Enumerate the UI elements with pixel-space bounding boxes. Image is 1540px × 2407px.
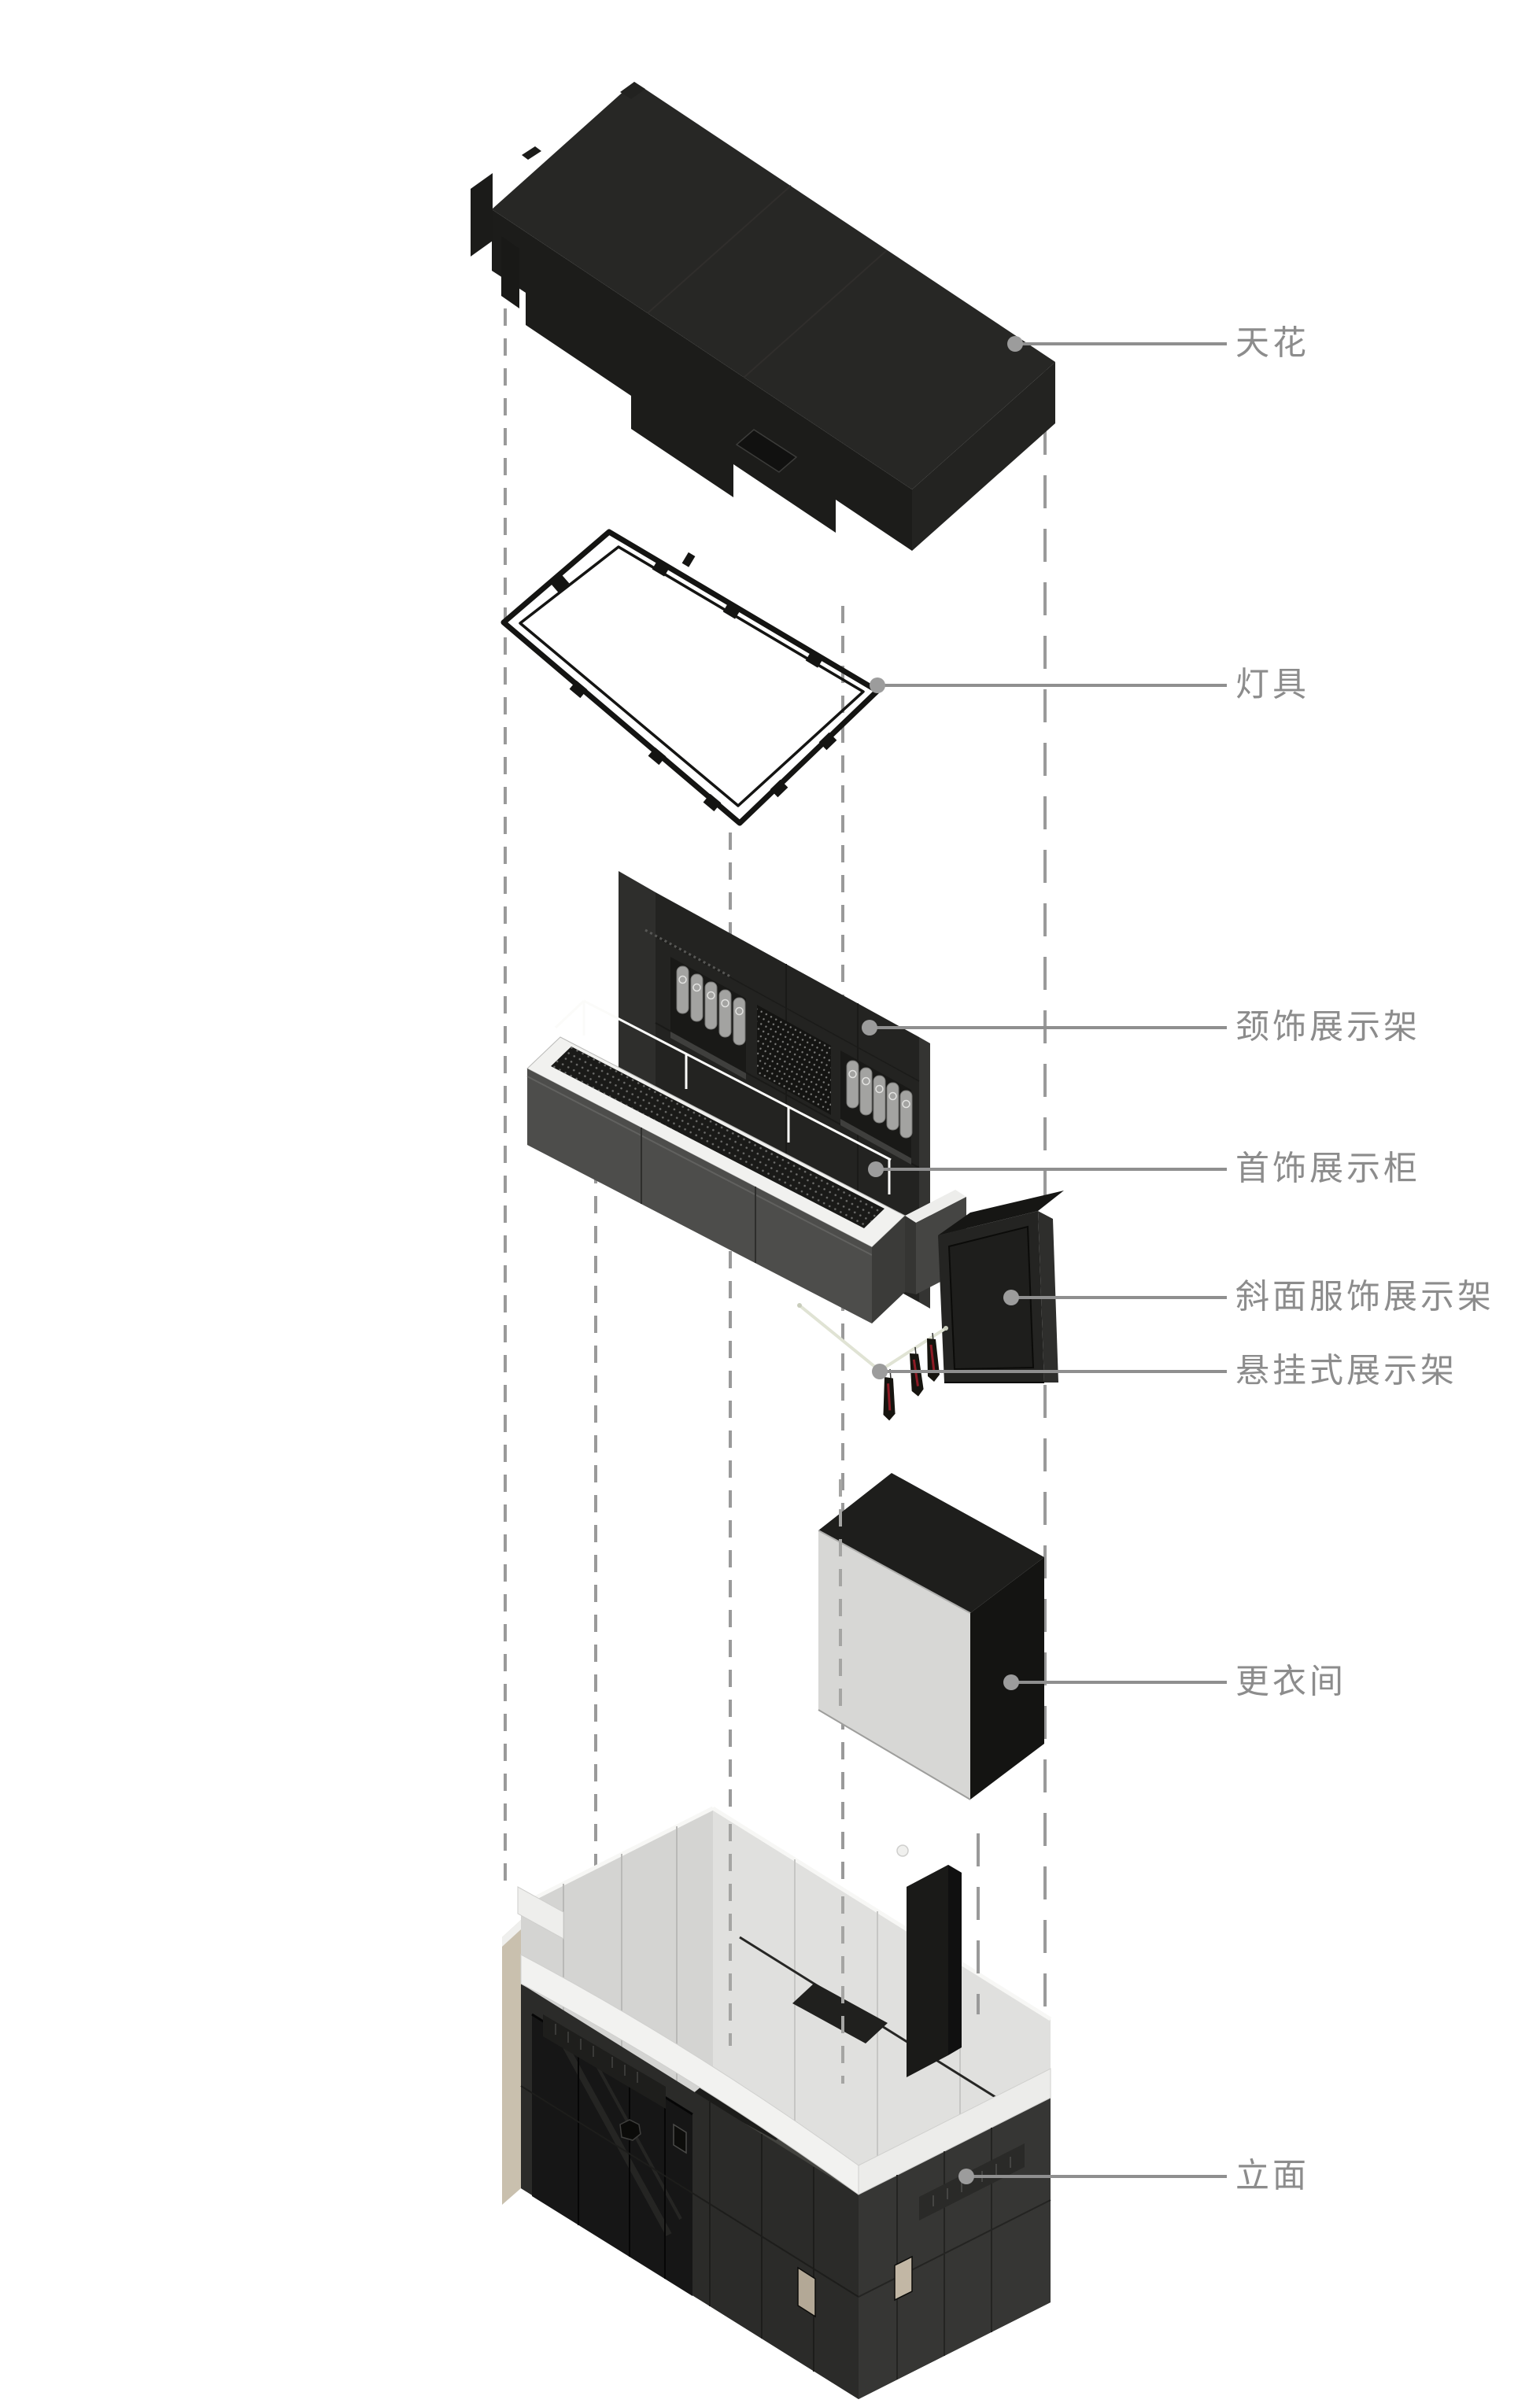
slanted-apparel-rack — [938, 1191, 1064, 1383]
ceiling-right-skirt — [912, 362, 1055, 551]
hanging-garment — [925, 1337, 941, 1383]
leader-lighting — [870, 677, 1227, 693]
leader-ceiling — [1007, 336, 1227, 352]
interior-column — [907, 1865, 948, 2077]
counter-lip — [526, 1076, 873, 1256]
label-jewelry-display-cabinet: 首饰展示柜 — [1235, 1149, 1420, 1189]
lighting-frame-layer — [500, 529, 881, 826]
lighting-frame-outer — [500, 529, 881, 826]
front-wall-panel-seams — [520, 2085, 859, 2372]
ceiling-apex-step — [620, 82, 645, 99]
facade-beige-pier-cap — [502, 1920, 521, 1947]
canopy-band-right — [858, 2068, 1051, 2195]
door-logo-badge — [619, 2119, 641, 2141]
wall-top-trim — [519, 1806, 715, 1907]
counter-extension-side — [905, 1216, 916, 1294]
storefront-shell — [502, 1806, 1052, 2399]
label-fitting-room: 更衣间 — [1235, 1662, 1346, 1702]
ceiling-layer — [471, 82, 1055, 551]
label-hanging-display-rack: 悬挂式展示架 — [1235, 1351, 1457, 1391]
facade-window-slot — [894, 2255, 913, 2302]
facade-beige-pier — [502, 1920, 521, 2205]
rack-pegboard-jewelry — [757, 1005, 831, 1115]
interior-column-side — [948, 1865, 962, 2055]
ceiling-notch-nub — [522, 146, 541, 160]
slanted-rack-top — [938, 1191, 1064, 1235]
fitting-room-top — [818, 1473, 1044, 1613]
fitting-room-edge — [818, 1530, 971, 1614]
leader-annotations — [862, 336, 1227, 2184]
fitting-room-box — [818, 1473, 1044, 1800]
hanging-garment — [908, 1351, 925, 1398]
fitting-room-base — [818, 1709, 971, 1800]
canopy-left-return — [517, 1886, 564, 1940]
interior-spot-fixture — [896, 1844, 909, 1857]
lighting-frame-inner — [519, 545, 865, 807]
leader-necklace-rack — [862, 1020, 1227, 1036]
counter-body — [527, 1069, 872, 1323]
ceiling-access-hole — [735, 429, 798, 473]
signage-emboss — [932, 2157, 1011, 2206]
leader-facade — [958, 2169, 1227, 2184]
ceiling-front-skirt — [492, 209, 912, 551]
ceiling-seam — [743, 249, 888, 378]
signage-emboss — [555, 2024, 638, 2083]
leader-slanted-rack — [1003, 1290, 1227, 1305]
label-elevation: 立面 — [1235, 2156, 1309, 2196]
storefront-signage-band — [543, 2014, 666, 2109]
counter-glass-rail — [554, 999, 892, 1194]
rack-shelf — [840, 1119, 911, 1165]
ceiling-left-tab — [471, 173, 493, 257]
ceiling-seam — [647, 185, 792, 314]
counter-tray-perforation — [551, 1047, 884, 1228]
door-handle-plate — [673, 2123, 687, 2154]
jewelry-display-cabinet — [526, 999, 966, 1323]
counter-end-face — [872, 1216, 905, 1323]
leader-jewelry-cabinet — [868, 1161, 1227, 1177]
rail-end — [944, 1326, 948, 1331]
label-slanted-apparel-rack: 斜面服饰展示架 — [1235, 1277, 1494, 1317]
leader-fitting-room — [1003, 1674, 1227, 1690]
leader-hanging-rack — [872, 1364, 1227, 1379]
ceiling-top-face — [492, 82, 1055, 489]
interior-counter — [792, 1983, 888, 2043]
label-ceiling: 天花 — [1235, 323, 1309, 364]
label-lighting: 灯具 — [1235, 665, 1309, 705]
label-necklace-display-rack: 颈饰展示架 — [1235, 1007, 1420, 1047]
ceiling-left-leg — [501, 236, 519, 308]
storefront-glass — [532, 2014, 692, 2296]
slanted-rack-inset-panel — [947, 1225, 1035, 1371]
facade-window-slot — [797, 2266, 816, 2318]
rail-end — [797, 1303, 802, 1308]
hanging-garment — [881, 1375, 899, 1423]
counter-extension-top — [905, 1190, 966, 1223]
lighting-frame-clips — [551, 552, 837, 812]
wall-top-trim — [711, 1806, 1052, 2021]
rack-shelf — [670, 1032, 746, 1080]
